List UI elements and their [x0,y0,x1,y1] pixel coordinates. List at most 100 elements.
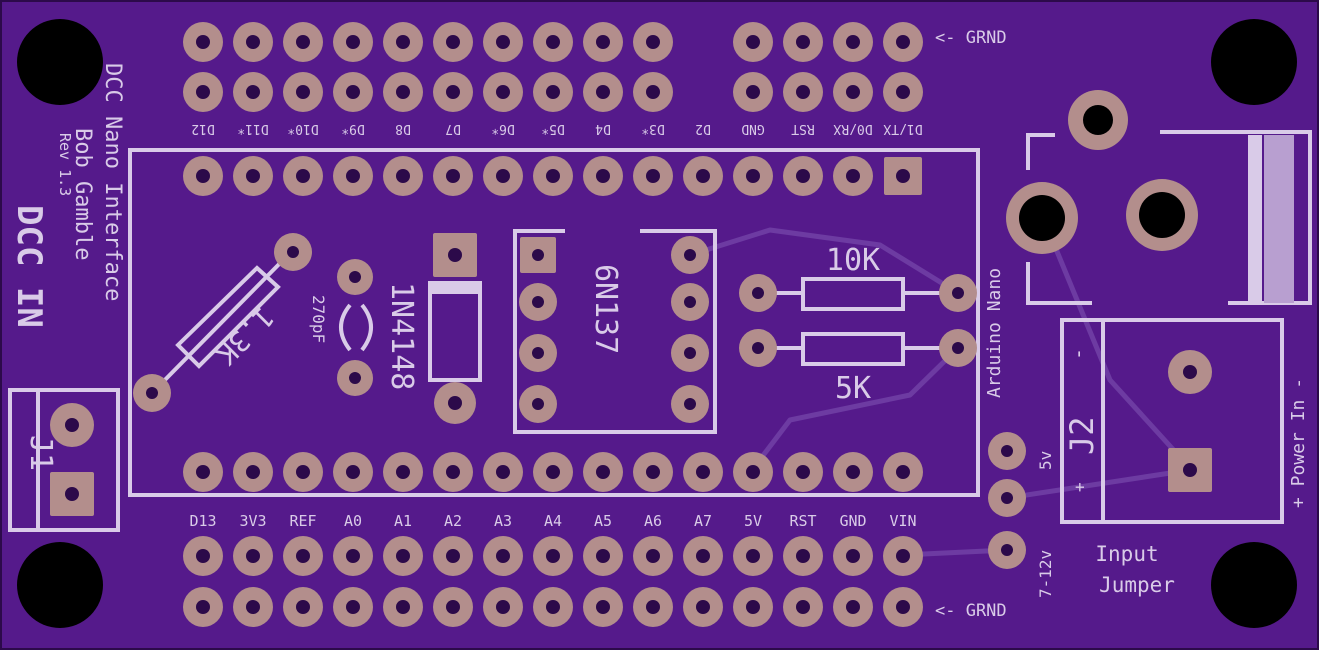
bottom-pin-label: A7 [694,512,712,530]
top-pin-label: D3* [641,121,664,136]
title-line-3: Rev 1.3 [56,133,74,196]
u1-outline [513,229,717,434]
grnd-top-label: <- GRND [935,28,1007,48]
header-drill-hole [896,549,910,563]
header-drill-hole [396,169,410,183]
mounting-holes [17,19,1297,628]
j2-outline [1060,318,1284,524]
top-pin-label: D8 [395,121,411,136]
header-drill-hole [646,600,660,614]
header-drill-hole [446,465,460,479]
header-drill-hole [546,549,560,563]
header-drill-hole [896,465,910,479]
bottom-pin-label: 3V3 [239,512,266,530]
drill-hole [532,398,544,410]
top-pin-label: D1/TX [883,121,922,136]
drill-hole [532,296,544,308]
header-drill-hole [346,465,360,479]
header-drill-hole [546,85,560,99]
header-drill-hole [396,549,410,563]
d1-cathode-band [430,283,480,294]
header-drill-hole [846,465,860,479]
header-drill-hole [346,35,360,49]
header-drill-hole [746,85,760,99]
mounting-hole [17,19,103,105]
header-drill-hole [846,169,860,183]
header-drill-hole [896,35,910,49]
drill-hole [684,347,696,359]
drill-hole [752,287,764,299]
header-drill-hole [596,35,610,49]
copper-traces [687,212,1193,558]
r3-label: 5K [835,371,871,406]
drill-hole [1001,492,1013,504]
drill-hole [532,347,544,359]
drill-hole [684,249,696,261]
bottom-pin-label: A5 [594,512,612,530]
header-drill-hole [796,465,810,479]
header-drill-hole [246,85,260,99]
header-drill-hole [896,85,910,99]
header-drill-hole [446,600,460,614]
header-drill-hole [196,549,210,563]
top-pin-label: D10* [287,121,318,136]
header-pads [183,22,923,627]
header-drill-hole [796,600,810,614]
j1-outline [8,388,120,532]
d1-label: 1N4148 [384,282,419,390]
u1-label: 6N137 [588,264,623,354]
header-drill-hole [246,169,260,183]
power-jack-holes [1019,105,1185,241]
j2-minus-label: - [1066,348,1090,360]
top-pin-label: D2 [695,121,711,136]
power-jack-body [1248,135,1262,303]
header-drill-hole [496,549,510,563]
header-drill-hole [746,549,760,563]
j2-plus-label: + [1070,482,1089,492]
top-pin-label: D4 [595,121,611,136]
bottom-pin-label: D13 [189,512,216,530]
drill-hole [684,398,696,410]
dcc-in-label: DCC IN [9,205,49,328]
header-drill-hole [646,169,660,183]
c1-arc-right [360,303,373,352]
bottom-pin-label: VIN [889,512,916,530]
trace-u1-r2 [687,227,961,296]
r1-body [175,265,281,369]
drill-hole [146,387,158,399]
drill-hole [1183,365,1197,379]
grnd-bottom-label: <- GRND [935,601,1007,621]
header-drill-hole [646,35,660,49]
header-drill-hole [196,85,210,99]
header-drill-hole [246,35,260,49]
header-drill-hole [796,549,810,563]
top-pin-label: D7 [445,121,461,136]
header-drill-hole [796,35,810,49]
silkscreen-outlines [8,130,1312,532]
header-drill-hole [696,169,710,183]
jumper-5v-label: 5v [1036,451,1055,470]
c1-arc-left [339,303,352,352]
header-drill-hole [346,549,360,563]
header-drill-hole [296,35,310,49]
r2-label: 10K [826,243,880,278]
top-pin-label: D6* [491,121,514,136]
header-drill-hole [496,35,510,49]
header-drill-hole [446,35,460,49]
header-drill-hole [296,85,310,99]
header-drill-hole [296,465,310,479]
top-pin-label: D9* [341,121,364,136]
top-pin-label: RST [791,121,815,136]
header-drill-hole [496,85,510,99]
header-drill-hole [246,600,260,614]
top-pin-label: D11* [237,121,268,136]
header-drill-hole [496,465,510,479]
drill-hole [65,487,79,501]
title-line-2: Bob Gamble [70,128,95,260]
input-label: Input [1095,542,1158,566]
header-drill-hole [296,600,310,614]
bottom-pin-label: A1 [394,512,412,530]
header-drill-hole [246,549,260,563]
j2-label: J2 [1063,416,1101,455]
